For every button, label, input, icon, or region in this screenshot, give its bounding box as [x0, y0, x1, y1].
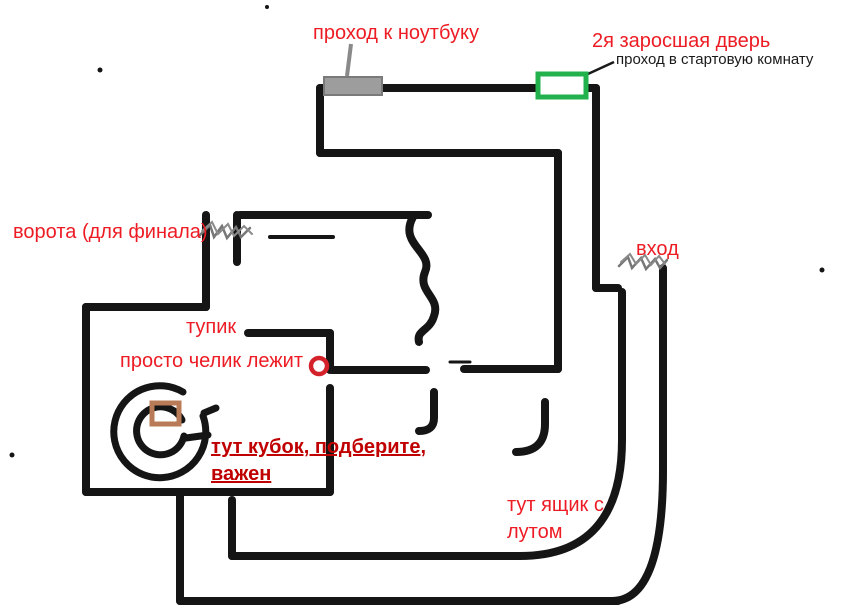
scribble-stroke: [620, 252, 666, 267]
thin-wall-marks: [268, 235, 472, 364]
label-cup-note-line2: важен: [211, 463, 272, 485]
wall-segment-curve: [512, 398, 549, 456]
wall-segment: [415, 388, 438, 435]
label-loot-note-line1: тут ящик с: [507, 494, 604, 516]
ink-speck: [9, 452, 15, 458]
final-gate-scribble: [198, 220, 253, 241]
laptop-door: [323, 76, 383, 96]
label-loot-note-line2: лутом: [507, 521, 563, 543]
label-final-gate: ворота (для финала): [13, 221, 208, 243]
scribble-stroke: [201, 220, 253, 238]
overgrown-door: [535, 71, 589, 100]
spiral-structure: [110, 382, 220, 482]
label-start-room-passage: проход в стартовую комнату: [616, 51, 814, 68]
spiral-outer-arc: [110, 382, 210, 482]
wall-segment-curve: [608, 264, 667, 605]
label-dead-end: тупик: [186, 316, 237, 338]
scribble-stroke: [198, 222, 252, 241]
wall-segment-wavy: [405, 213, 440, 346]
label-overgrown-door: 2я заросшая дверь: [592, 30, 771, 52]
ink-speck: [819, 267, 825, 273]
spiral-mouth-line: [182, 431, 212, 442]
label-entrance: вход: [636, 238, 679, 260]
spiral-mouth-line: [200, 404, 220, 417]
leader-line-laptop: [345, 43, 353, 77]
scribble-stroke: [617, 254, 669, 272]
label-guy-lying: просто челик лежит: [120, 350, 303, 372]
cup-marker: [149, 400, 182, 427]
ink-speck: [265, 5, 269, 9]
walls: [82, 84, 667, 605]
label-cup-note-line1: тут кубок, подберите,: [211, 436, 427, 458]
guy-marker: [308, 355, 330, 377]
label-laptop-passage: проход к ноутбуку: [313, 22, 479, 44]
ink-specks: [9, 5, 825, 458]
entrance-scribble: [617, 252, 669, 272]
ink-speck: [97, 67, 103, 73]
spiral-inner-arc: [133, 403, 188, 459]
wall-segment-curve: [516, 288, 626, 560]
